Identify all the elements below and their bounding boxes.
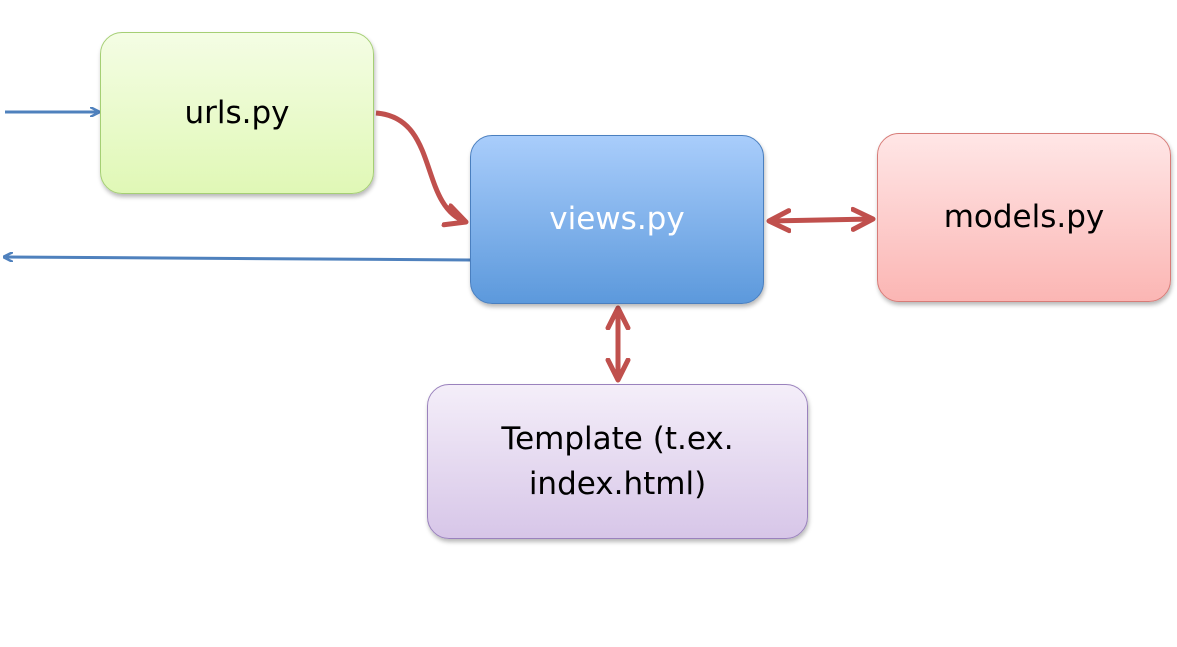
urls-node: urls.py xyxy=(100,32,374,194)
models-node: models.py xyxy=(877,133,1171,302)
template-node: Template (t.ex. index.html) xyxy=(427,384,808,539)
template-label: Template (t.ex. index.html) xyxy=(501,420,734,502)
views-models-arrow xyxy=(769,219,873,221)
urls-to-views-arrow xyxy=(375,110,466,222)
models-label: models.py xyxy=(943,199,1105,236)
outgoing-response-arrow xyxy=(6,257,471,260)
urls-label: urls.py xyxy=(184,94,290,131)
views-label: views.py xyxy=(549,201,685,238)
views-node: views.py xyxy=(470,135,764,304)
